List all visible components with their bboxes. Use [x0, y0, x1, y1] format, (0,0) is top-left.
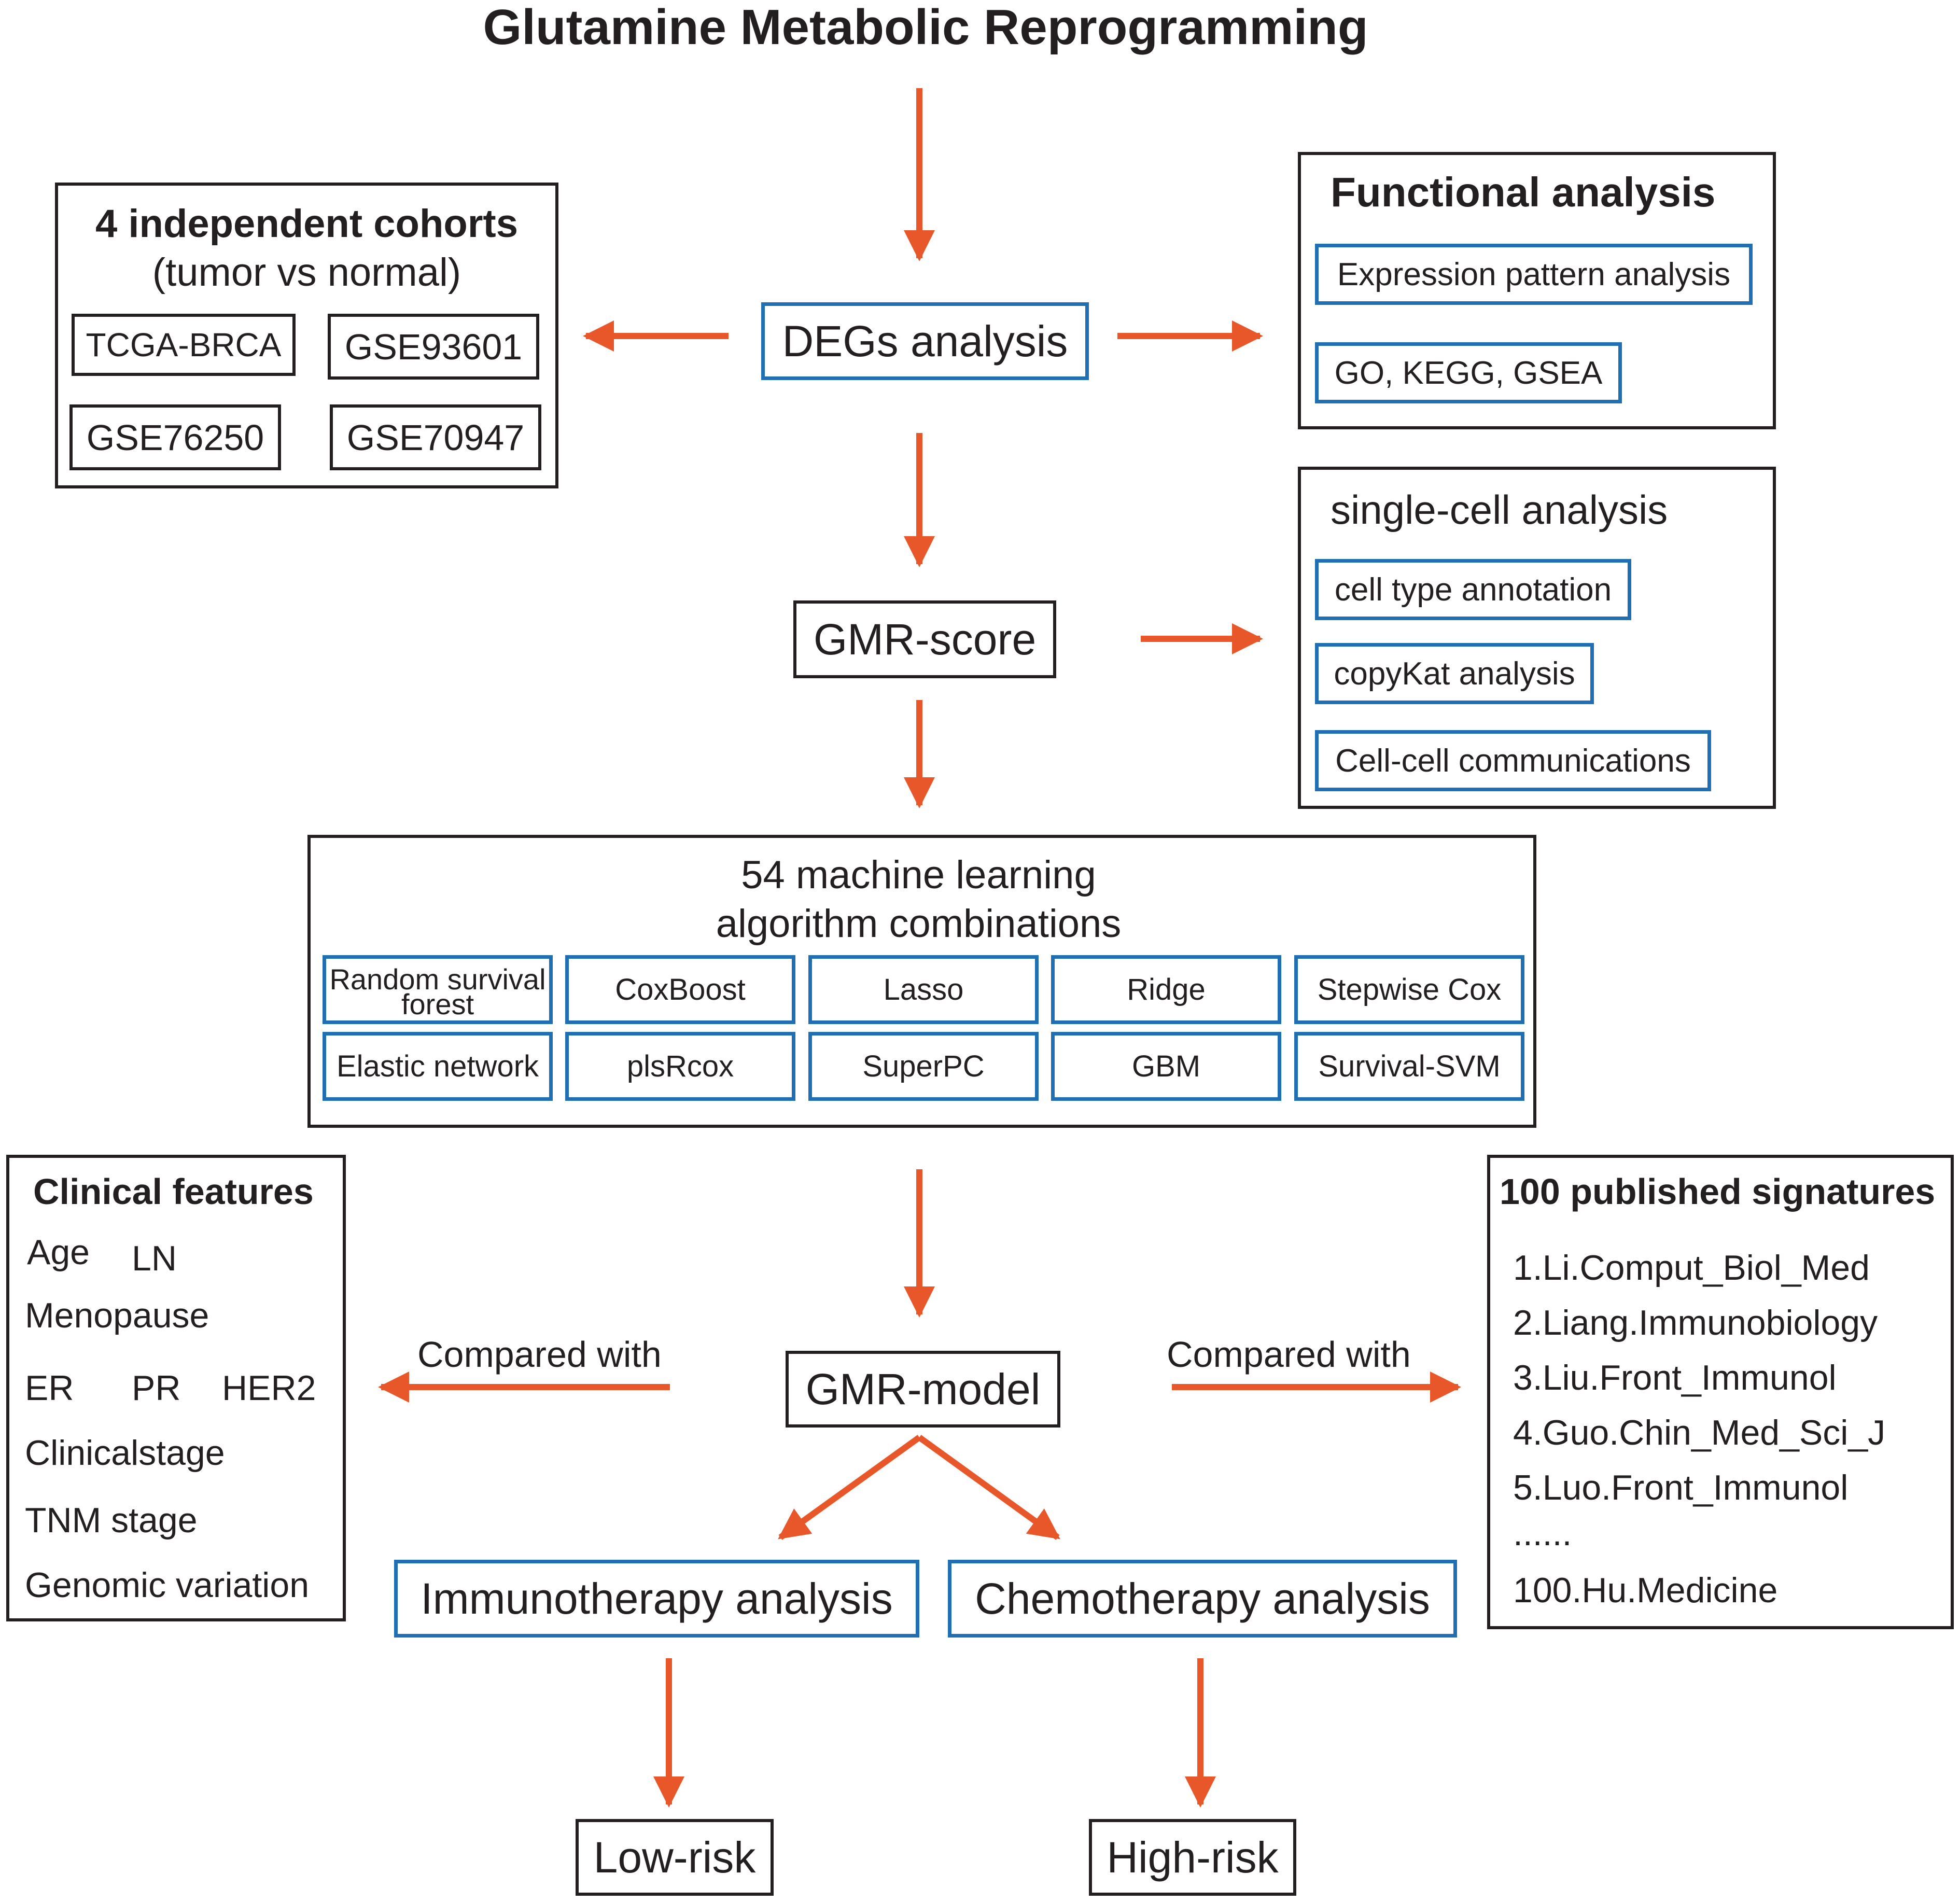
clinical-genomic-variation: Genomic variation — [25, 1565, 310, 1605]
immunotherapy-analysis-box: Immunotherapy analysis — [394, 1560, 919, 1638]
clinical-menopause: Menopause — [25, 1296, 209, 1335]
clinical-features-panel: Clinical features Age LN Menopause ER PR… — [6, 1155, 346, 1621]
expression-pattern-box: Expression pattern analysis — [1315, 244, 1753, 305]
compared-with-left-label: Compared with — [417, 1334, 662, 1375]
signature-ellipsis: ...... — [1513, 1514, 1572, 1553]
algo-gbm: GBM — [1051, 1032, 1281, 1101]
diagram-title: Glutamine Metabolic Reprogramming — [483, 0, 1368, 55]
gmr-score-box: GMR-score — [793, 600, 1056, 678]
degs-analysis-box: DEGs analysis — [761, 302, 1089, 380]
clinical-pr: PR — [132, 1368, 181, 1408]
signature-item: 1.Li.Comput_Biol_Med — [1513, 1248, 1870, 1288]
algo-random-survival-forest: Random survival forest — [323, 955, 553, 1024]
low-risk-box: Low-risk — [576, 1819, 774, 1896]
single-cell-panel: single-cell analysis — [1298, 467, 1776, 809]
signature-item: 4.Guo.Chin_Med_Sci_J — [1513, 1413, 1886, 1452]
cohort-gse93601: GSE93601 — [328, 314, 539, 380]
chemotherapy-analysis-box: Chemotherapy analysis — [948, 1560, 1457, 1638]
cell-cell-communications-box: Cell-cell communications — [1315, 730, 1711, 791]
algo-ridge: Ridge — [1051, 955, 1281, 1024]
signature-item: 3.Liu.Front_Immunol — [1513, 1358, 1837, 1397]
clinical-er: ER — [25, 1368, 74, 1408]
cohorts-heading: 4 independent cohorts — [95, 202, 518, 246]
copykat-analysis-box: copyKat analysis — [1315, 643, 1594, 704]
go-kegg-gsea-box: GO, KEGG, GSEA — [1315, 342, 1622, 403]
ml-heading-line2: algorithm combinations — [716, 902, 1122, 946]
algo-plsrcox: plsRcox — [565, 1032, 795, 1101]
algo-elastic-network: Elastic network — [323, 1032, 553, 1101]
clinical-tnm-stage: TNM stage — [25, 1501, 198, 1540]
signature-item: 100.Hu.Medicine — [1513, 1571, 1778, 1610]
gmr-model-box: GMR-model — [786, 1351, 1060, 1428]
clinical-ln: LN — [132, 1239, 177, 1278]
clinical-clinicalstage: Clinicalstage — [25, 1433, 225, 1473]
functional-heading: Functional analysis — [1331, 169, 1716, 215]
algo-coxboost: CoxBoost — [565, 955, 795, 1024]
cohorts-panel: 4 independent cohorts (tumor vs normal) — [55, 183, 558, 488]
cohort-gse70947: GSE70947 — [330, 404, 541, 470]
clinical-age: Age — [27, 1233, 90, 1272]
arrow-model-to-immunotherapy — [778, 1435, 921, 1540]
algo-superpc: SuperPC — [808, 1032, 1039, 1101]
ml-heading-line1: 54 machine learning — [741, 853, 1096, 897]
functional-analysis-panel: Functional analysis — [1298, 152, 1776, 429]
arrow-model-to-chemotherapy — [917, 1435, 1060, 1540]
cell-type-annotation-box: cell type annotation — [1315, 559, 1631, 620]
algo-stepwise-cox: Stepwise Cox — [1294, 955, 1524, 1024]
ml-panel: 54 machine learning algorithm combinatio… — [307, 835, 1536, 1128]
clinical-heading: Clinical features — [33, 1171, 314, 1212]
cohort-gse76250: GSE76250 — [69, 404, 281, 470]
cohort-tcga-brca: TCGA-BRCA — [72, 314, 296, 376]
compared-with-right-label: Compared with — [1167, 1334, 1411, 1375]
clinical-her2: HER2 — [222, 1368, 316, 1408]
algo-survival-svm: Survival-SVM — [1294, 1032, 1524, 1101]
cohorts-subheading: (tumor vs normal) — [152, 250, 461, 295]
signature-item: 5.Luo.Front_Immunol — [1513, 1468, 1849, 1507]
signatures-heading: 100 published signatures — [1500, 1171, 1936, 1212]
published-signatures-panel: 100 published signatures 1.Li.Comput_Bio… — [1487, 1155, 1954, 1629]
high-risk-box: High-risk — [1089, 1819, 1296, 1896]
algo-lasso: Lasso — [808, 955, 1039, 1024]
signature-item: 2.Liang.Immunobiology — [1513, 1303, 1878, 1342]
single-cell-heading: single-cell analysis — [1331, 487, 1668, 533]
